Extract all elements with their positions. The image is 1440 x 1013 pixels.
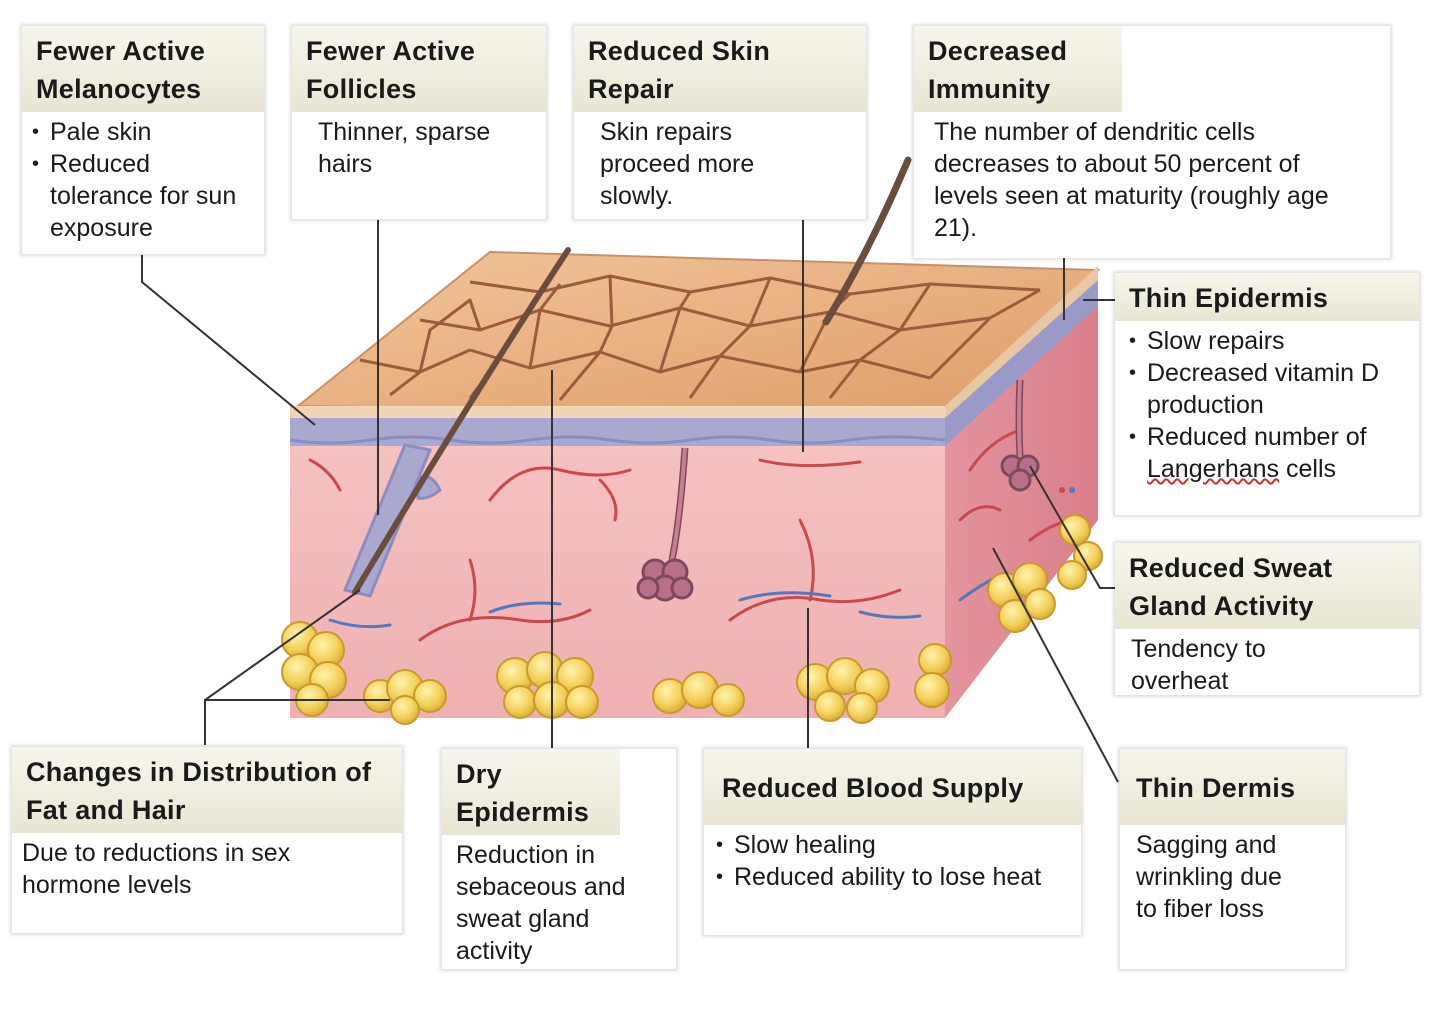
callout-text: The number of dendritic cells decreases … bbox=[934, 118, 1329, 242]
callout-title: Fewer Active Melanocytes bbox=[22, 26, 264, 112]
blood-vessels bbox=[308, 428, 1072, 642]
spellcheck-word: Langerhans bbox=[1147, 455, 1280, 483]
callout-bullet: Reduced tolerance for sun exposure bbox=[32, 148, 252, 244]
callout-title: Reduced Skin Repair bbox=[574, 26, 866, 112]
leader-lines bbox=[141, 220, 1119, 783]
callout-dermis: Thin Dermis Sagging and wrinkling due to… bbox=[1120, 749, 1345, 969]
dermis-side-face bbox=[945, 300, 1098, 718]
leader-sweat bbox=[1029, 465, 1115, 589]
callout-title: Changes in Distribution of Fat and Hair bbox=[12, 747, 402, 833]
callout-dry: Dry Epidermis Reduction in sebaceous and… bbox=[442, 749, 676, 969]
callout-bullet: Reduced ability to lose heat bbox=[716, 861, 1069, 893]
callout-bullet: Slow repairs bbox=[1129, 325, 1413, 357]
callout-immunity: Decreased Immunity The number of dendrit… bbox=[914, 26, 1390, 258]
callout-bullet: Reduced number of Langerhans cells bbox=[1129, 421, 1413, 485]
callout-bullet: Pale skin bbox=[32, 116, 252, 148]
hair-shaft-top bbox=[822, 156, 912, 326]
hair-follicle bbox=[342, 443, 442, 598]
fat-lobules bbox=[281, 514, 1103, 725]
callout-sweat: Reduced Sweat Gland Activity Tendency to… bbox=[1115, 543, 1419, 695]
surface-cracks bbox=[359, 274, 1041, 401]
leader-dermis bbox=[992, 547, 1119, 783]
callout-title: Thin Dermis bbox=[1120, 749, 1345, 825]
callout-bullet: Decreased vitamin D production bbox=[1129, 357, 1413, 421]
callout-text: Thinner, sparse hairs bbox=[318, 118, 491, 178]
leader-melanocytes bbox=[141, 255, 316, 426]
callout-melanocytes: Fewer Active Melanocytes Pale skin Reduc… bbox=[22, 26, 264, 254]
skin-block bbox=[281, 156, 1103, 725]
callout-follicles: Fewer Active Follicles Thinner, sparse h… bbox=[292, 26, 546, 219]
epidermis-front-band bbox=[290, 416, 945, 446]
dermis-front-face bbox=[290, 440, 945, 718]
callout-title: Fewer Active Follicles bbox=[292, 26, 546, 112]
callout-title: Reduced Blood Supply bbox=[704, 749, 1081, 825]
hair-shaft bbox=[352, 247, 571, 595]
sweat-gland bbox=[636, 379, 1040, 602]
callout-text: Due to reductions in sex hormone levels bbox=[22, 839, 291, 899]
epidermis-side-band bbox=[945, 278, 1098, 446]
callout-title: Dry Epidermis bbox=[442, 749, 620, 835]
bullet-prefix: Reduced number of bbox=[1147, 423, 1367, 451]
callout-bullet: Slow healing bbox=[716, 829, 1069, 861]
callout-title: Thin Epidermis bbox=[1115, 273, 1419, 321]
callout-text: Tendency to overheat bbox=[1131, 635, 1266, 695]
callout-title: Reduced Sweat Gland Activity bbox=[1115, 543, 1419, 629]
callout-repair: Reduced Skin Repair Skin repairs proceed… bbox=[574, 26, 866, 219]
callout-blood: Reduced Blood Supply Slow healing Reduce… bbox=[704, 749, 1081, 935]
callout-title: Decreased Immunity bbox=[914, 26, 1122, 112]
callout-epidermis: Thin Epidermis Slow repairs Decreased vi… bbox=[1115, 273, 1419, 515]
callout-fat-hair: Changes in Distribution of Fat and Hair … bbox=[12, 747, 402, 933]
callout-text: Reduction in sebaceous and sweat gland a… bbox=[456, 841, 626, 965]
bullet-suffix: cells bbox=[1279, 455, 1337, 483]
callout-text: Skin repairs proceed more slowly. bbox=[600, 118, 755, 210]
callout-text: Sagging and wrinkling due to fiber loss bbox=[1136, 831, 1282, 923]
